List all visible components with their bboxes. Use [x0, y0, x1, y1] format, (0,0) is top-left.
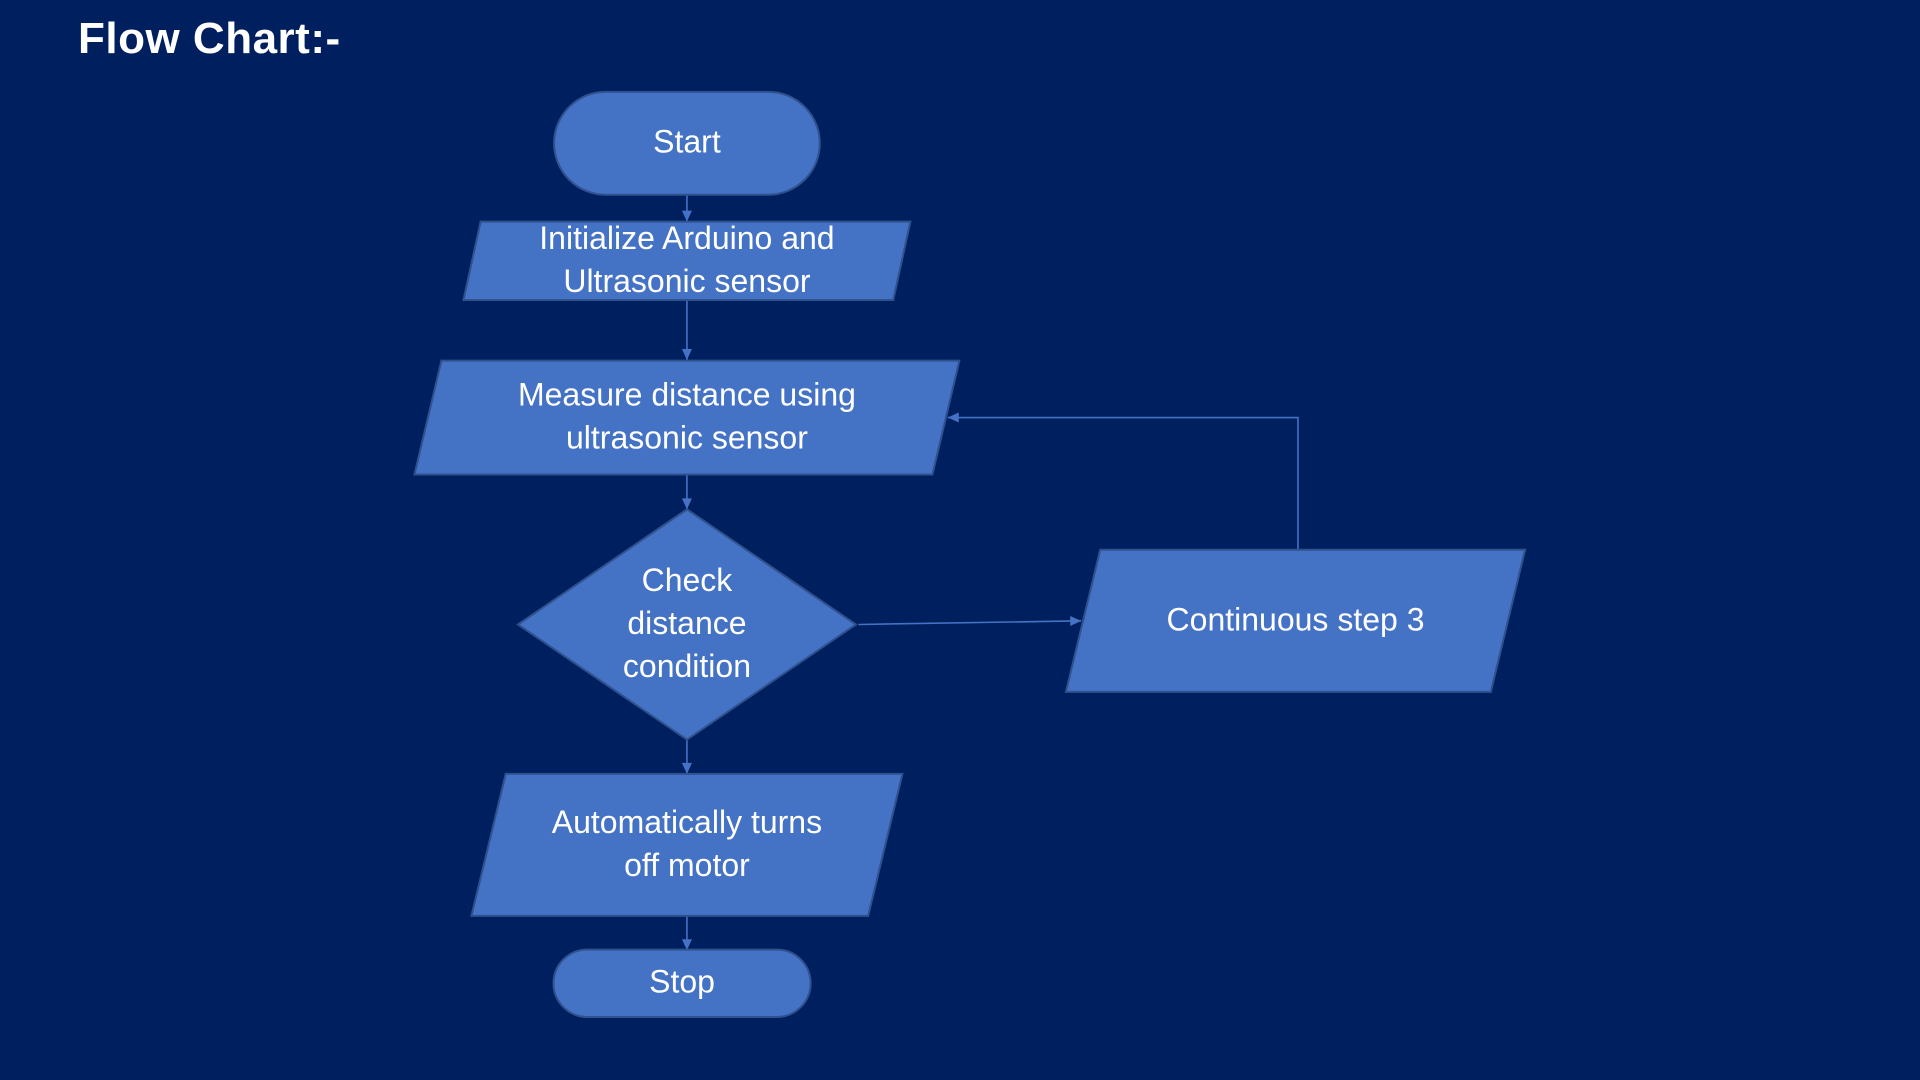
- connector-initialize-to-measure: [681, 300, 692, 360]
- node-label: ultrasonic sensor: [566, 420, 808, 456]
- arrowhead: [947, 412, 959, 423]
- connector-measure-to-check: [681, 475, 692, 510]
- connectors-layer: [681, 194, 1299, 951]
- motor-off-shape: [470, 772, 904, 917]
- connector-check-to-motor-off: [681, 739, 692, 774]
- node-label: distance: [627, 605, 746, 641]
- node-label: Measure distance using: [518, 377, 856, 413]
- stop-shape: [552, 948, 812, 1018]
- node-measure: Measure distance using ultrasonic sensor: [413, 359, 961, 476]
- start-shape: [553, 90, 821, 196]
- continuous-shape: [1064, 548, 1527, 693]
- node-label: Start: [653, 124, 721, 160]
- node-motor-off: Automatically turns off motor: [470, 772, 904, 917]
- node-start: Start: [553, 90, 821, 196]
- node-continuous: Continuous step 3: [1064, 548, 1527, 693]
- connector-continuous-to-measure: [947, 412, 1299, 550]
- node-label: Continuous step 3: [1167, 601, 1425, 637]
- arrowhead: [681, 939, 692, 951]
- node-label: condition: [623, 648, 751, 684]
- node-label: Automatically turns: [552, 804, 822, 840]
- connector-check-to-continuous: [858, 615, 1082, 626]
- check-shape: [516, 508, 858, 741]
- connector-motor-off-to-stop: [681, 915, 692, 951]
- connector-line: [947, 416, 1299, 550]
- arrowhead: [681, 498, 692, 510]
- arrowhead: [1070, 615, 1082, 626]
- arrowhead: [681, 210, 692, 222]
- arrowhead: [681, 762, 692, 774]
- connector-line: [858, 620, 1082, 626]
- node-label: Initialize Arduino and: [539, 220, 834, 256]
- node-stop: Stop: [552, 948, 812, 1018]
- arrowhead: [681, 349, 692, 360]
- node-label: Check: [642, 562, 734, 598]
- initialize-shape: [462, 220, 912, 301]
- connector-start-to-initialize: [681, 194, 692, 222]
- measure-shape: [413, 359, 961, 476]
- node-label: off motor: [624, 847, 750, 883]
- node-label: Stop: [649, 964, 715, 1000]
- node-check: Check distance condition: [516, 508, 858, 741]
- slide-title: Flow Chart:-: [78, 14, 341, 63]
- node-label: Ultrasonic sensor: [563, 263, 811, 299]
